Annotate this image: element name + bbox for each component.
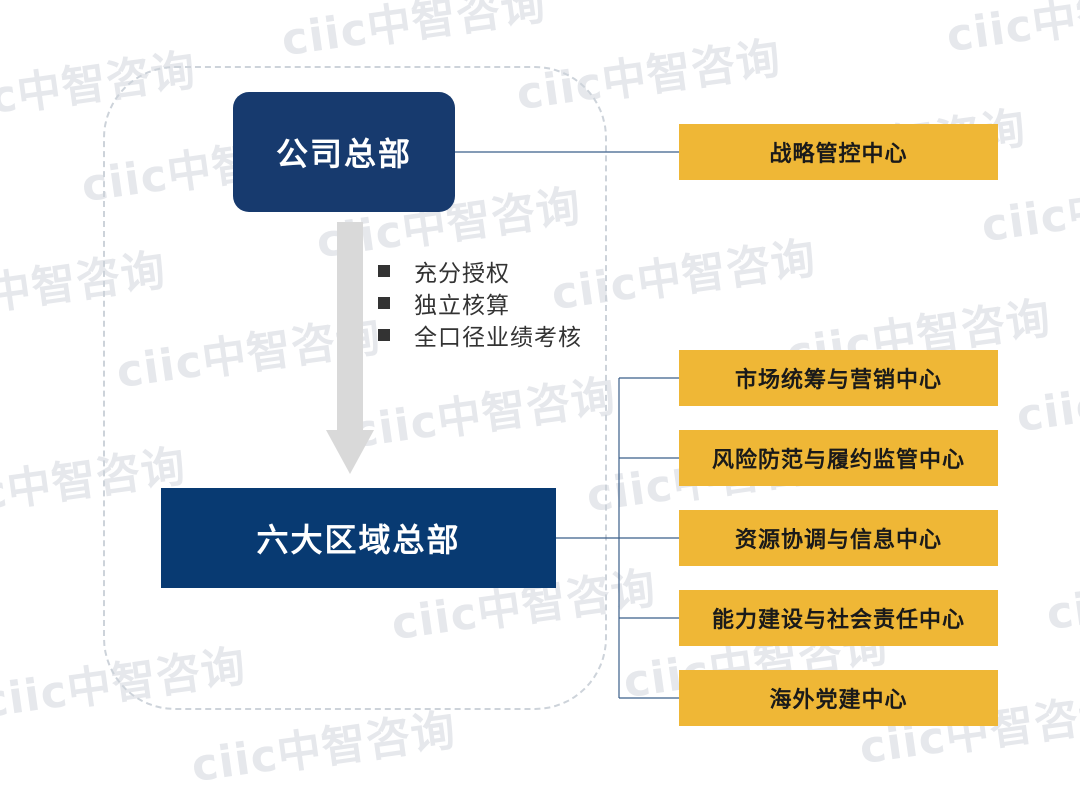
bullet-text: 充分授权 bbox=[414, 261, 510, 287]
bullet-item: 独立核算 bbox=[378, 287, 582, 319]
bullet-text: 全口径业绩考核 bbox=[414, 325, 582, 351]
center-label: 能力建设与社会责任中心 bbox=[711, 608, 965, 633]
center-label: 风险防范与履约监管中心 bbox=[711, 448, 965, 473]
regional-headquarters-label: 六大区域总部 bbox=[256, 521, 461, 559]
capability-responsibility-center-box: 能力建设与社会责任中心 bbox=[679, 590, 998, 646]
center-label: 战略管控中心 bbox=[769, 142, 908, 167]
bullet-text: 独立核算 bbox=[414, 293, 510, 319]
company-headquarters-label: 公司总部 bbox=[275, 135, 412, 173]
authority-bullet-list: 充分授权 独立核算 全口径业绩考核 bbox=[378, 255, 582, 351]
center-label: 资源协调与信息中心 bbox=[734, 528, 942, 553]
bullet-item: 全口径业绩考核 bbox=[378, 319, 582, 351]
down-arrow-icon bbox=[326, 222, 374, 474]
headquarters-group-frame bbox=[103, 66, 607, 710]
risk-supervision-center-box: 风险防范与履约监管中心 bbox=[679, 430, 998, 486]
company-headquarters-box: 公司总部 bbox=[233, 92, 455, 212]
center-label: 海外党建中心 bbox=[769, 688, 908, 713]
center-label: 市场统筹与营销中心 bbox=[734, 368, 942, 393]
square-bullet-icon bbox=[378, 329, 390, 341]
marketing-center-box: 市场统筹与营销中心 bbox=[679, 350, 998, 406]
square-bullet-icon bbox=[378, 265, 390, 277]
bullet-item: 充分授权 bbox=[378, 255, 582, 287]
connector-lines bbox=[455, 151, 679, 699]
regional-headquarters-box: 六大区域总部 bbox=[161, 488, 556, 588]
resource-information-center-box: 资源协调与信息中心 bbox=[679, 510, 998, 566]
overseas-party-center-box: 海外党建中心 bbox=[679, 670, 998, 726]
square-bullet-icon bbox=[378, 297, 390, 309]
strategy-control-center-box: 战略管控中心 bbox=[679, 124, 998, 180]
